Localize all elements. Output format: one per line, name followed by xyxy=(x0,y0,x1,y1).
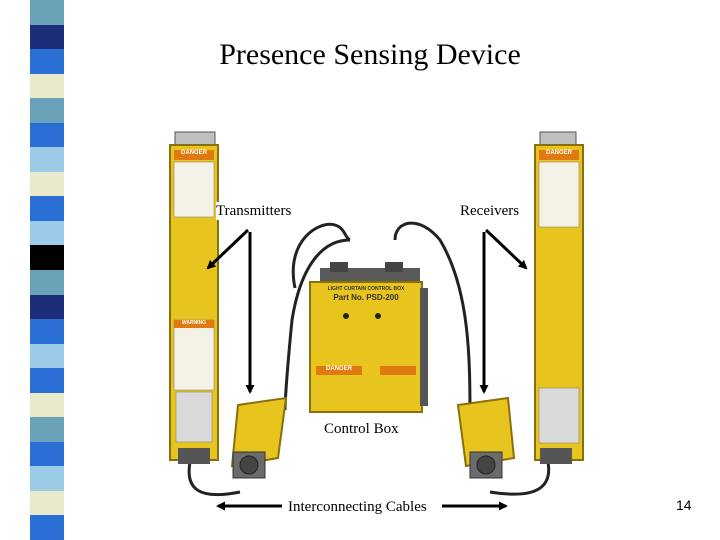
arrow-receivers-upper xyxy=(484,228,528,270)
stripe-square xyxy=(30,220,64,246)
cable-top-right xyxy=(393,221,472,421)
box-heading-text: LIGHT CURTAIN CONTROL BOX xyxy=(327,286,405,292)
page-number: 14 xyxy=(676,497,692,513)
label-control-box: Control Box xyxy=(324,420,399,438)
danger-label-box: DANGER xyxy=(325,366,352,372)
stripe-square xyxy=(30,441,64,467)
stripe-square xyxy=(30,319,64,345)
danger-label-right: DANGER xyxy=(545,150,572,156)
stripe-square xyxy=(30,73,64,99)
control-box xyxy=(309,262,428,413)
receiver-column-right xyxy=(534,131,584,464)
stripe-square xyxy=(30,343,64,369)
stripe-square xyxy=(30,490,64,516)
arrow-transmitters-upper xyxy=(206,228,250,270)
slide-title: Presence Sensing Device xyxy=(219,38,521,71)
warning-label-left: WARNING xyxy=(181,320,207,326)
danger-label-left: DANGER xyxy=(180,150,207,156)
stripe-square xyxy=(30,171,64,197)
stripe-square xyxy=(30,0,64,25)
stripe-square xyxy=(30,392,64,418)
stripe-square xyxy=(30,245,64,271)
stripe-square xyxy=(30,122,64,148)
label-interconnecting-cables: Interconnecting Cables xyxy=(288,498,427,516)
connector-right xyxy=(456,396,516,479)
connector-left xyxy=(230,396,288,479)
stripe-square xyxy=(30,24,64,50)
cable-bottom-right xyxy=(489,461,551,496)
label-transmitters: Transmitters xyxy=(216,202,292,220)
label-receivers: Receivers xyxy=(460,202,520,220)
stripe-square xyxy=(30,515,64,540)
stripe-square xyxy=(30,368,64,394)
stripe-square xyxy=(30,417,64,443)
stripe-square xyxy=(30,98,64,124)
stripe-square xyxy=(30,466,64,492)
stripe-square xyxy=(30,196,64,222)
stripe-square xyxy=(30,270,64,295)
cable-top-left xyxy=(283,238,351,411)
stripe-square xyxy=(30,147,64,173)
cable-top xyxy=(291,222,351,289)
cable-bottom-left xyxy=(187,461,241,497)
stripe-square xyxy=(30,49,64,75)
part-number-text: Part No. PSD-200 xyxy=(333,293,399,302)
stripe-square xyxy=(30,294,64,320)
transmitter-column-left xyxy=(169,131,219,464)
